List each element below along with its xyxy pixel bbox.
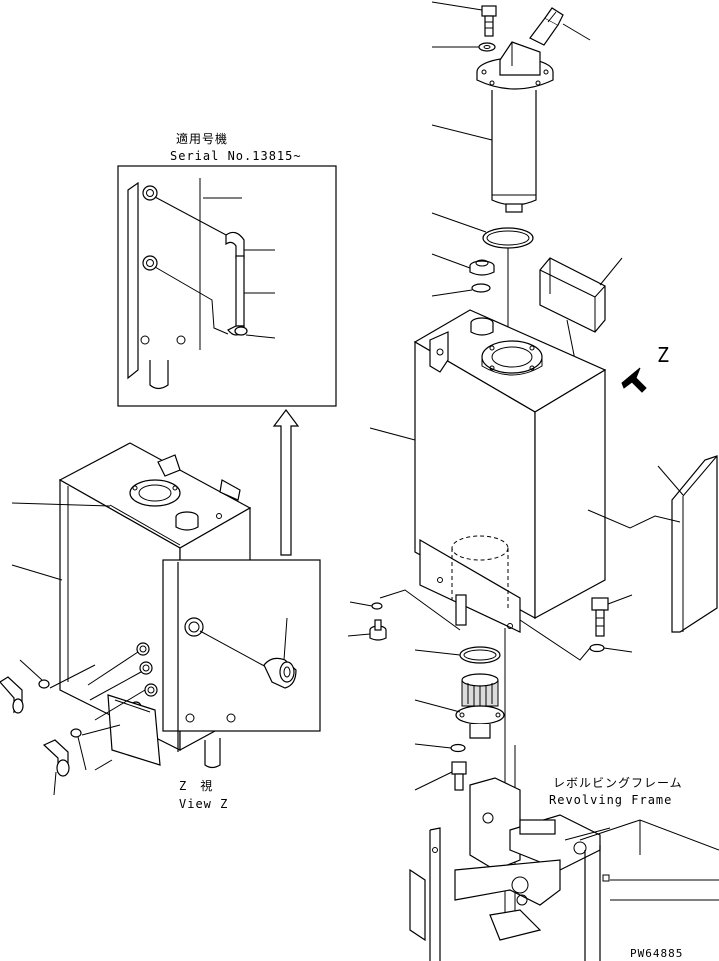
leader-elbow-top (562, 23, 591, 41)
serial-label-en: Serial No.13815~ (170, 149, 302, 163)
leader-washer-bottom (414, 743, 452, 749)
view-z-detail (177, 562, 297, 769)
serial-inset-detail (127, 178, 248, 390)
leader-o-ring-top (431, 212, 487, 233)
strainer (455, 673, 505, 739)
leader-o-ring-bottom (414, 649, 461, 656)
leader-bolt-right (607, 594, 633, 605)
leader-filter-housing (431, 124, 493, 141)
leader-washer-right (603, 647, 633, 653)
reference-arrow (272, 409, 300, 556)
bolt-right (591, 597, 609, 637)
filter-housing (476, 41, 554, 213)
leader-tank (369, 427, 416, 441)
serial-label-jp: 適用号機 (176, 131, 228, 146)
hydraulic-tank (413, 309, 607, 633)
leader-left-oring-b (77, 736, 87, 771)
elbow-fitting-left-a (0, 676, 24, 714)
leader-bolt-top (431, 1, 483, 11)
filter-assembly (431, 1, 591, 340)
frame-label-en: Revolving Frame (549, 793, 672, 807)
bolt-bottom (451, 761, 467, 791)
bolt-top (481, 5, 497, 37)
side-panel (671, 455, 718, 633)
leader-left-elbow-b (53, 771, 57, 796)
leader-left-tank-a (11, 502, 111, 507)
leader-bolt-bottom (414, 771, 453, 791)
elbow-fitting-left-b (42, 739, 70, 777)
leader-fitting-view-z (283, 617, 288, 661)
plug (469, 259, 495, 276)
o-ring-bottom (459, 646, 501, 664)
washer-top (478, 42, 496, 52)
small-washer-a (371, 602, 383, 610)
leader-left-oring-a (19, 659, 43, 681)
serial-inset-box (117, 165, 337, 407)
leader-small-seal (431, 289, 473, 297)
view-z-label-en: View Z (179, 797, 228, 811)
z-marker-label: Z (657, 343, 670, 367)
leader-side-panel (587, 509, 681, 529)
z-view-arrow (621, 367, 647, 393)
leader-cover-block (599, 257, 623, 286)
leader-left-tank-b (11, 564, 63, 581)
view-z-box (162, 559, 321, 732)
washer-right (589, 643, 605, 653)
small-seal (471, 283, 491, 293)
revolving-frame (409, 777, 719, 961)
drawing-id: PW64885 (630, 947, 683, 960)
small-plug-a (369, 619, 387, 641)
washer-bottom (450, 743, 466, 753)
view-z-label-jp: Z 視 (179, 778, 213, 793)
cover-block (539, 257, 606, 333)
fitting-view-z (263, 657, 297, 689)
leader-plug (431, 253, 471, 269)
elbow-fitting-top (529, 7, 564, 46)
frame-label-jp: レボルビングフレーム (553, 776, 683, 790)
leader-strainer (414, 699, 461, 713)
leader-frame (564, 827, 611, 841)
left-fittings (38, 642, 161, 766)
